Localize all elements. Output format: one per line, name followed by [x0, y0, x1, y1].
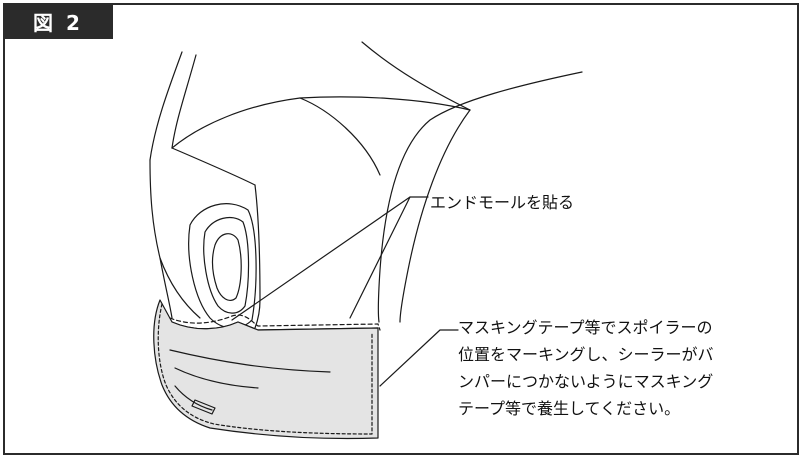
spoiler-crease-2 [174, 367, 259, 389]
leader-masking [379, 329, 459, 387]
spoiler-crease [169, 349, 331, 373]
roof-to-pillar [299, 97, 381, 176]
masking-line-1: マスキングテープ等でスポイラーの [458, 318, 713, 337]
spoiler-dashed-border [157, 303, 373, 435]
spoiler-slot [191, 399, 216, 415]
figure-frame [3, 3, 799, 455]
end-mold-callout: エンドモールを貼る [430, 193, 575, 212]
spoiler-vent [174, 385, 213, 411]
leader-end-mold-2 [349, 196, 411, 319]
c-pillar-curve [399, 109, 471, 323]
body-panel-upper [149, 159, 173, 319]
masking-guide-dashed [169, 314, 381, 331]
masking-line-2: 位置をマーキングし、シーラーがバ [458, 345, 714, 364]
pillar-left-line [149, 51, 183, 161]
tail-light-inner [203, 216, 250, 314]
light-housing-side [254, 184, 261, 329]
light-housing-top [171, 147, 256, 186]
masking-line-4: テープ等で養生してください。 [458, 399, 681, 418]
masking-instructions: マスキングテープ等でスポイラーの 位置をマーキングし、シーラーがバ ンパーにつか… [458, 314, 778, 422]
tail-light-outer [188, 203, 257, 329]
rear-glass-edge [377, 71, 583, 323]
tail-light-lip [159, 257, 201, 319]
figure-label: 図 2 [3, 3, 113, 39]
roof-curve [171, 96, 471, 149]
masking-line-3: ンパーにつかないようにマスキング [458, 372, 714, 391]
tail-light-lens [211, 233, 242, 301]
roof-line-long [361, 41, 471, 111]
leader-end-mold-1 [231, 196, 429, 321]
pillar-left-line-inner [171, 54, 197, 149]
spoiler-body [153, 299, 379, 440]
